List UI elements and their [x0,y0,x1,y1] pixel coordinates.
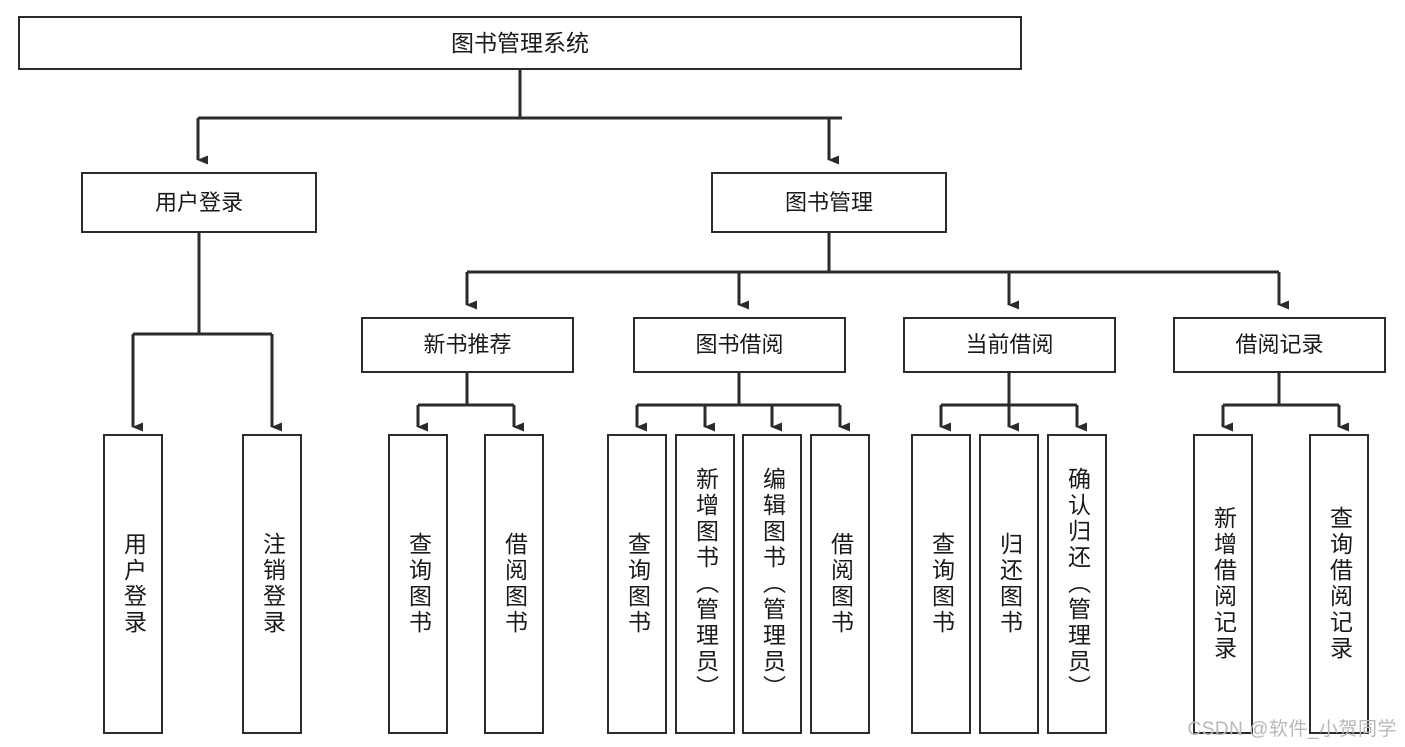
node-label: 图书管理系统 [451,29,589,56]
node-leaf-add-book[interactable]: 新增图书（管理员） [675,434,735,734]
node-label: 借阅记录 [1235,332,1324,358]
node-book-management[interactable]: 图书管理 [711,172,947,233]
node-leaf-add-record[interactable]: 新增借阅记录 [1193,434,1253,734]
node-leaf-edit-book[interactable]: 编辑图书（管理员） [742,434,802,734]
node-leaf-borrow-book-1[interactable]: 借阅图书 [484,434,544,734]
node-leaf-borrow-book-2[interactable]: 借阅图书 [810,434,870,734]
node-new-book-recommend[interactable]: 新书推荐 [361,317,574,373]
node-current-borrow[interactable]: 当前借阅 [903,317,1116,373]
node-label: 注销登录 [259,532,286,636]
node-label: 用户登录 [154,189,243,215]
node-label: 查询图书 [405,532,432,636]
node-label: 编辑图书（管理员） [759,467,786,701]
node-label: 借阅图书 [501,532,528,636]
node-label: 确认归还（管理员） [1064,467,1091,701]
node-label: 查询图书 [928,532,955,636]
node-leaf-query-record[interactable]: 查询借阅记录 [1309,434,1369,734]
node-label: 查询借阅记录 [1326,506,1353,662]
node-root-book-management-system[interactable]: 图书管理系统 [18,16,1022,70]
node-borrow-record[interactable]: 借阅记录 [1173,317,1386,373]
node-leaf-logout[interactable]: 注销登录 [242,434,302,734]
node-leaf-query-book-3[interactable]: 查询图书 [911,434,971,734]
node-label: 借阅图书 [827,532,854,636]
node-book-borrow[interactable]: 图书借阅 [633,317,846,373]
node-label: 用户登录 [120,532,147,636]
node-leaf-confirm-return[interactable]: 确认归还（管理员） [1047,434,1107,734]
node-label: 图书管理 [784,189,873,215]
node-label: 归还图书 [996,532,1023,636]
node-label: 新增图书（管理员） [692,467,719,701]
node-leaf-user-login[interactable]: 用户登录 [103,434,163,734]
node-user-login[interactable]: 用户登录 [81,172,317,233]
node-leaf-return-book[interactable]: 归还图书 [979,434,1039,734]
node-label: 图书借阅 [695,332,784,358]
node-leaf-query-book-1[interactable]: 查询图书 [388,434,448,734]
node-label: 新书推荐 [423,332,512,358]
node-leaf-query-book-2[interactable]: 查询图书 [607,434,667,734]
node-label: 新增借阅记录 [1210,506,1237,662]
node-label: 查询图书 [624,532,651,636]
node-label: 当前借阅 [965,332,1054,358]
